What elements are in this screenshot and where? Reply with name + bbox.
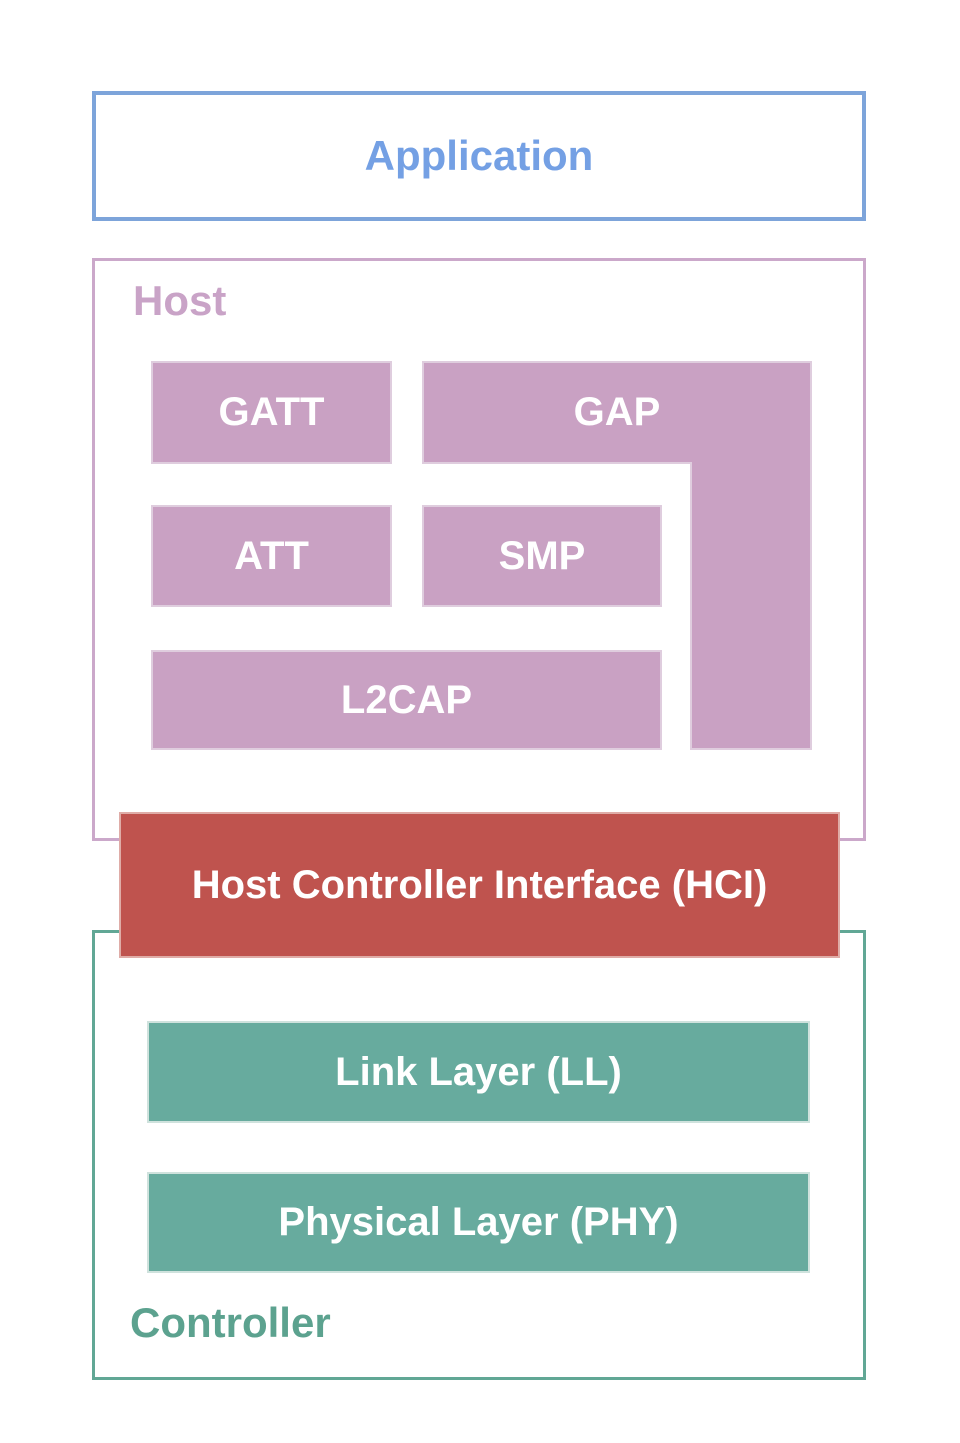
block-gatt: GATT (151, 361, 392, 464)
smp-label: SMP (498, 533, 586, 578)
l2cap-label: L2CAP (340, 677, 473, 722)
physical-layer-label: Physical Layer (PHY) (278, 1200, 679, 1244)
application-label: Application (364, 132, 594, 179)
host-label: Host (133, 277, 227, 324)
block-link-layer: Link Layer (LL) (147, 1021, 810, 1123)
block-physical-layer: Physical Layer (PHY) (147, 1172, 810, 1273)
block-smp: SMP (422, 505, 662, 607)
block-att: ATT (151, 505, 392, 607)
hci-box: Host Controller Interface (HCI) (119, 812, 840, 958)
att-label: ATT (234, 533, 309, 578)
block-gap: GAP (422, 361, 812, 464)
gatt-label: GATT (218, 390, 325, 434)
hci-label: Host Controller Interface (HCI) (191, 862, 768, 907)
block-gap-extension (690, 462, 812, 750)
gap-label: GAP (573, 390, 661, 434)
controller-label: Controller (130, 1299, 331, 1346)
link-layer-label: Link Layer (LL) (335, 1049, 622, 1094)
application-box: Application (92, 91, 866, 221)
block-l2cap: L2CAP (151, 650, 662, 750)
